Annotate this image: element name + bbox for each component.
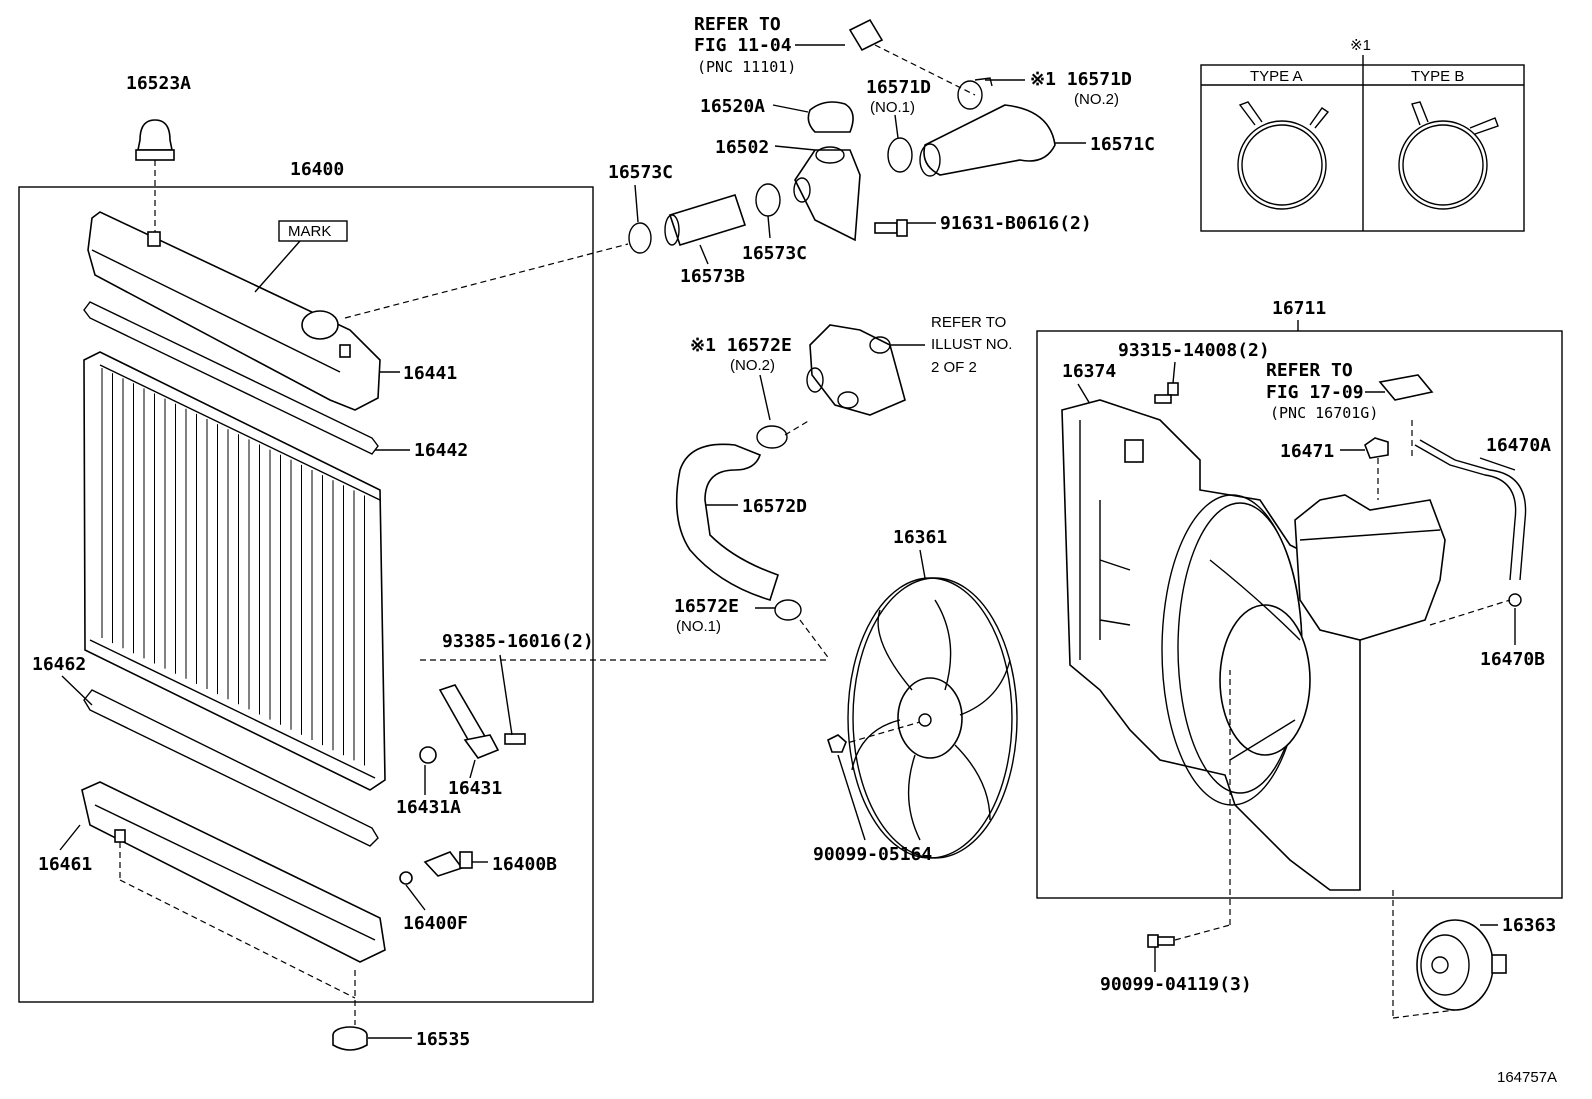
upper-tank-16441 [87,211,381,411]
label-16502: 16502 [715,137,769,158]
label-type-a: TYPE A [1250,68,1303,85]
lower-tank-16461 [81,781,386,963]
label-93315: 93315-14008(2) [1118,340,1270,361]
bolt-90099-04119 [1147,934,1175,948]
svg-text:(PNC 16701G): (PNC 16701G) [1270,404,1378,422]
clamp-type-panel [1200,55,1525,232]
label-91631: 91631-B0616(2) [940,213,1092,234]
bolt-91631 [874,219,908,237]
label-16572E-bot-no1: (NO.1) [676,618,721,635]
label-16400: 16400 [290,159,344,180]
label-90099-05164: 90099-05164 [813,844,932,865]
label-16441: 16441 [403,363,457,384]
label-16431A: 16431A [396,797,461,818]
svg-text:REFER TO: REFER TO [1266,360,1353,381]
label-90099-04119: 90099-04119(3) [1100,974,1252,995]
clamp-16571D-no2 [957,77,993,110]
label-16363: 16363 [1502,915,1556,936]
svg-text:ILLUST NO.: ILLUST NO. [931,336,1012,353]
fan-shroud-assembly-frame [1036,330,1563,899]
label-16571C: 16571C [1090,134,1155,155]
svg-text:REFER TO: REFER TO [694,14,781,35]
refer-to-fig-11-04: REFER TO FIG 11-04 (PNC 11101) [694,14,796,76]
svg-text:(PNC 11101): (PNC 11101) [697,58,796,76]
label-16711: 16711 [1272,298,1326,319]
radiator-cap-16523A [135,119,175,240]
cap-16471 [1364,437,1389,459]
radiator-core [83,351,386,791]
label-16374: 16374 [1062,361,1116,382]
fan-shroud-16711 [1061,399,1361,891]
hose-16573B [664,194,747,246]
nut-90099-05164 [827,734,847,753]
label-16573C-top: 16573C [608,162,673,183]
label-type-b: TYPE B [1411,68,1464,85]
label-16573B: 16573B [680,266,745,287]
type-note: ※1 [1350,37,1371,54]
clamp-16572E-no2 [756,425,788,449]
drain-plug-16400B [399,851,473,885]
gasket-16442 [83,301,379,455]
hose-16572D [675,443,779,601]
outlet-16502 [793,146,861,242]
svg-text:FIG 11-04: FIG 11-04 [694,35,792,56]
label-16400F: 16400F [403,913,468,934]
hose-16470A [1414,439,1527,581]
clamp-16571D-no1 [887,137,913,173]
label-16571D-2: ※1 16571D [1030,69,1132,90]
svg-text:REFER TO: REFER TO [931,314,1006,331]
gasket-16462 [83,689,379,847]
clamp-16573C-right [755,183,781,217]
svg-text:2 OF 2: 2 OF 2 [931,359,977,376]
label-16361: 16361 [893,527,947,548]
clamp-16573C-left [628,222,652,254]
mark-label: MARK [288,223,331,240]
label-16431: 16431 [448,778,502,799]
label-16572E-bot: 16572E [674,596,739,617]
clamp-16572E-no1 [774,599,802,621]
label-16442: 16442 [414,440,468,461]
label-16470A: 16470A [1486,435,1551,456]
label-93385: 93385-16016(2) [442,631,594,652]
mark-box [278,220,348,242]
fan-16361 [847,577,1018,859]
label-16462: 16462 [32,654,86,675]
label-16572E-top-no2: (NO.2) [730,357,775,374]
bolt-93315 [1154,382,1179,404]
radiator-assembly-frame [18,186,594,1003]
reservoir [1294,494,1446,641]
label-16535: 16535 [416,1029,470,1050]
drain-plug-16535 [332,1026,368,1051]
svg-text:FIG 17-09: FIG 17-09 [1266,382,1364,403]
cap-16520A [807,101,854,133]
label-16470B: 16470B [1480,649,1545,670]
label-16400B: 16400B [492,854,557,875]
refer-to-illust-2: REFER TO ILLUST NO. 2 OF 2 [931,314,1012,376]
label-sticker [1378,374,1434,401]
label-16523A: 16523A [126,73,191,94]
water-inlet [806,324,906,416]
label-16520A: 16520A [700,96,765,117]
clip-16470B [1508,593,1522,607]
diagram-id: 164757A [1497,1069,1557,1086]
label-16461: 16461 [38,854,92,875]
label-16572D: 16572D [742,496,807,517]
label-16471: 16471 [1280,441,1334,462]
label-16571D: 16571D [866,77,931,98]
label-16571D-no2: (NO.2) [1074,91,1119,108]
hose-stub [848,18,884,52]
label-16573C-mid: 16573C [742,243,807,264]
label-16572E-top: ※1 16572E [690,335,792,356]
refer-to-fig-17-09: REFER TO FIG 17-09 (PNC 16701G) [1266,360,1378,422]
hose-16571C [919,104,1056,177]
drain-cock-16431 [419,684,526,764]
motor-16363 [1416,919,1507,1011]
label-16571D-no1: (NO.1) [870,99,915,116]
